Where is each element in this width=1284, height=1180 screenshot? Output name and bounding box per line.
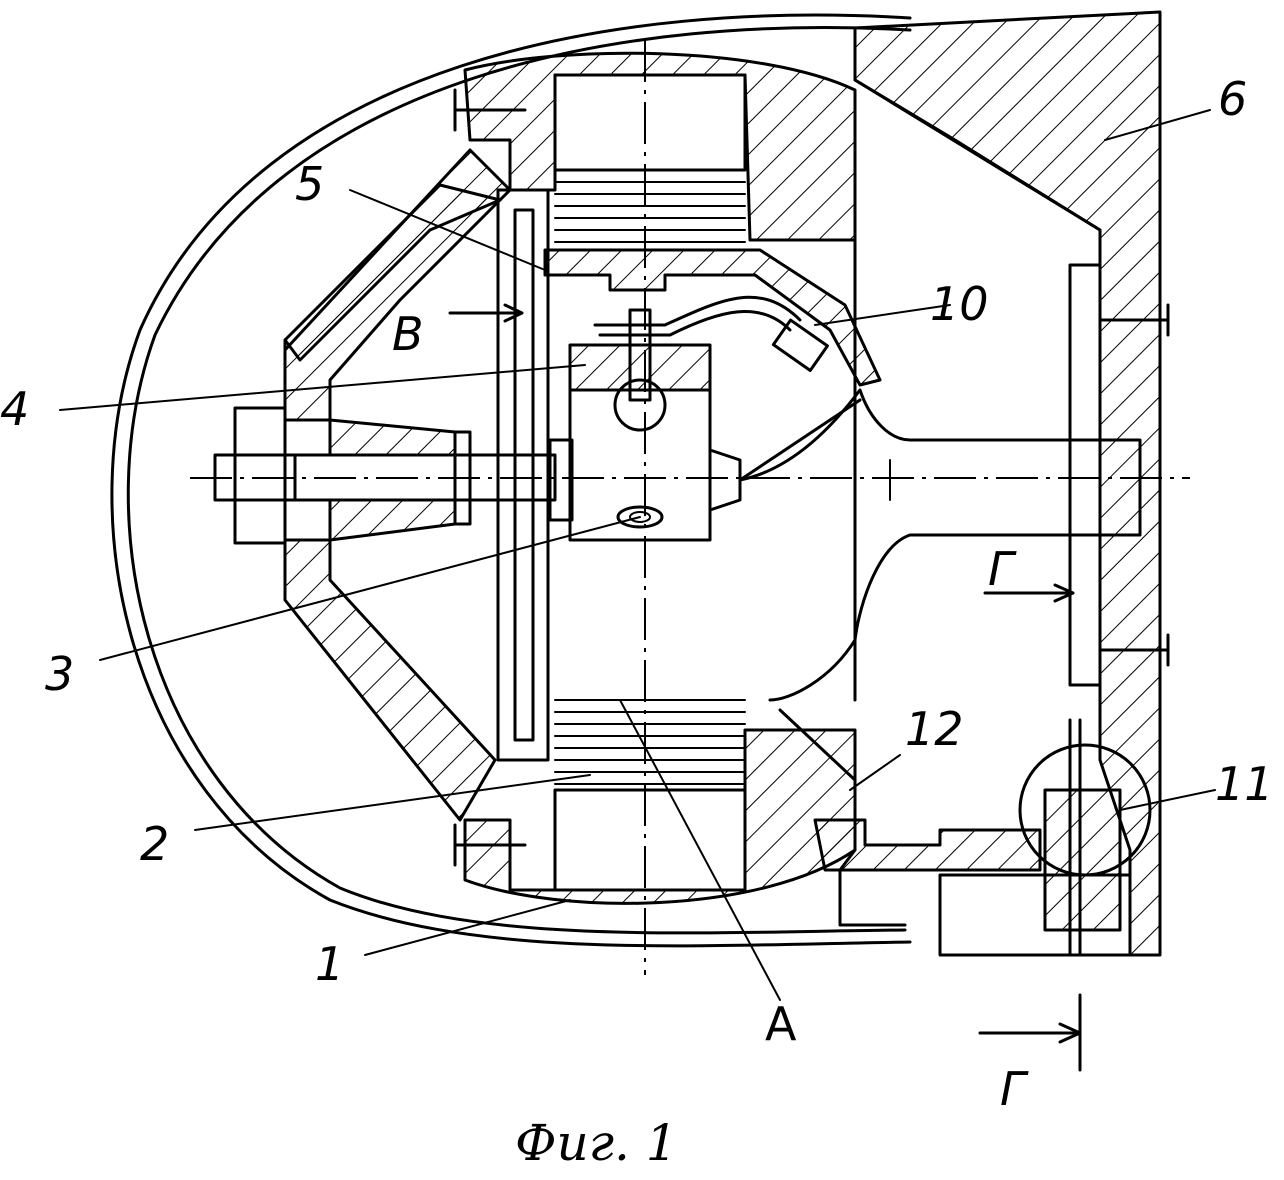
leader-lines (60, 110, 1215, 1000)
label-12: 12 (905, 702, 964, 756)
pole-laminations-top (555, 170, 745, 242)
label-1: 1 (315, 937, 344, 991)
label-4: 4 (0, 382, 29, 436)
part-labels: 6 5 10 В 4 Г 3 12 11 2 1 A Г (0, 72, 1274, 1116)
label-10: 10 (930, 277, 989, 331)
label-G1: Г (988, 542, 1017, 596)
label-11: 11 (1215, 757, 1274, 811)
label-3: 3 (45, 647, 74, 701)
hub-shaft (215, 408, 555, 543)
figure-caption: Фиг. 1 (515, 1114, 678, 1172)
label-G2: Г (1000, 1062, 1029, 1116)
label-A: A (765, 997, 797, 1051)
disc-plate (498, 190, 548, 760)
pole-laminations-bottom (555, 700, 745, 784)
label-5: 5 (295, 157, 324, 211)
label-6: 6 (1218, 72, 1247, 126)
pole-stack-2 (555, 75, 745, 890)
label-2: 2 (140, 817, 169, 871)
label-B: В (392, 307, 424, 361)
